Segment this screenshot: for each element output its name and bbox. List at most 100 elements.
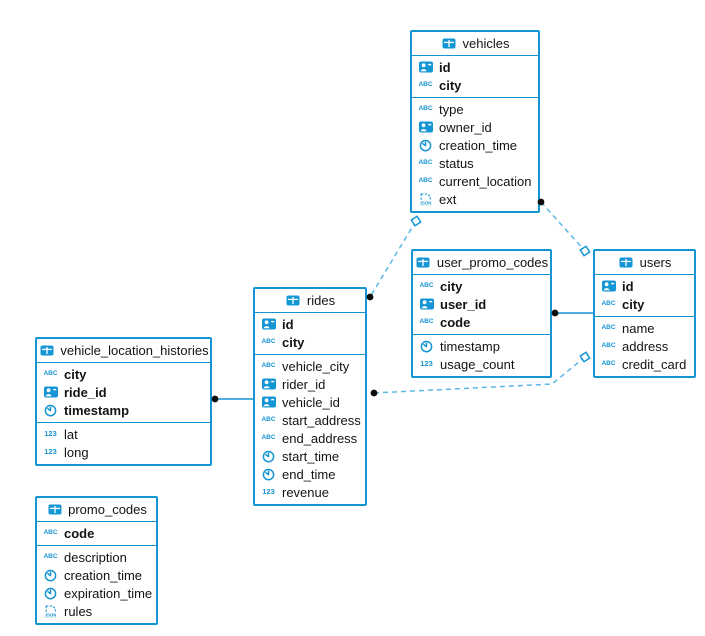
column-rider_id: rider_id <box>255 375 365 393</box>
column-timestamp: timestamp <box>37 401 210 419</box>
column-city: ABC city <box>595 295 694 313</box>
number-type-icon: 123 <box>262 487 275 497</box>
uuid-icon <box>417 121 434 133</box>
column-label: start_time <box>282 448 340 464</box>
string-type-icon: ABC <box>418 104 433 112</box>
table-title: promo_codes <box>68 502 147 517</box>
uuid-icon <box>260 318 277 330</box>
column-label: id <box>282 316 294 332</box>
uuid-icon <box>418 298 435 310</box>
column-description: ABC description <box>37 548 156 566</box>
table-header: rides <box>255 289 365 313</box>
column-city: ABC city <box>37 365 210 383</box>
column-start_time: start_time <box>255 447 365 465</box>
relationship-diamond-marker <box>410 215 422 227</box>
column-label: city <box>440 278 463 294</box>
column-label: user_id <box>440 296 487 312</box>
uuid-icon <box>260 378 277 390</box>
column-vehicle_id: vehicle_id <box>255 393 365 411</box>
column-label: code <box>440 314 471 330</box>
table-header: user_promo_codes <box>413 251 550 275</box>
table-title: rides <box>306 293 336 308</box>
column-label: id <box>439 59 451 75</box>
relationship-dot-marker <box>370 389 378 397</box>
svg-text:JSON: JSON <box>45 612 57 617</box>
string-type-icon: ABC <box>418 158 433 166</box>
column-label: rider_id <box>282 376 326 392</box>
string-type-icon: ABC <box>43 528 58 536</box>
column-label: status <box>439 155 474 171</box>
column-owner_id: owner_id <box>412 118 538 136</box>
svg-text:JSON: JSON <box>420 200 432 205</box>
string-type-icon: ABC <box>601 299 616 307</box>
string-type-icon: ABC <box>43 369 58 377</box>
column-label: expiration_time <box>64 585 153 601</box>
table-header: vehicles <box>412 32 538 56</box>
string-type-icon: ABC <box>43 552 58 560</box>
column-label: ride_id <box>64 384 107 400</box>
timestamp-icon <box>42 569 59 582</box>
timestamp-icon <box>42 587 59 600</box>
column-id: id <box>412 58 538 76</box>
column-status: ABC status <box>412 154 538 172</box>
column-label: creation_time <box>64 567 143 583</box>
column-label: city <box>622 296 645 312</box>
string-type-icon: ABC <box>419 281 434 289</box>
column-label: name <box>622 320 655 336</box>
column-label: city <box>282 334 305 350</box>
timestamp-icon <box>260 468 277 481</box>
table-icon <box>38 345 55 356</box>
column-label: current_location <box>439 173 532 189</box>
table-header: vehicle_location_histories <box>37 339 210 363</box>
column-label: city <box>64 366 87 382</box>
uuid-icon <box>260 396 277 408</box>
column-label: description <box>64 549 127 565</box>
column-label: timestamp <box>440 338 500 354</box>
string-type-icon: ABC <box>418 176 433 184</box>
string-type-icon: ABC <box>261 415 276 423</box>
table-title: user_promo_codes <box>436 255 549 270</box>
relationship-dot-marker <box>211 395 219 403</box>
column-label: vehicle_id <box>282 394 340 410</box>
column-creation_time: creation_time <box>412 136 538 154</box>
table-icon <box>46 504 63 515</box>
uuid-icon <box>600 280 617 292</box>
column-label: id <box>622 278 634 294</box>
column-label: rules <box>64 603 93 619</box>
column-label: type <box>439 101 464 117</box>
number-type-icon: 123 <box>44 429 57 439</box>
relationship-diamond-marker <box>579 245 591 257</box>
table-header: users <box>595 251 694 275</box>
column-label: address <box>622 338 669 354</box>
relationship-line <box>369 220 417 298</box>
timestamp-icon <box>260 450 277 463</box>
json-icon: JSON <box>42 604 59 618</box>
string-type-icon: ABC <box>261 361 276 369</box>
table-icon <box>618 257 635 268</box>
string-type-icon: ABC <box>601 323 616 331</box>
